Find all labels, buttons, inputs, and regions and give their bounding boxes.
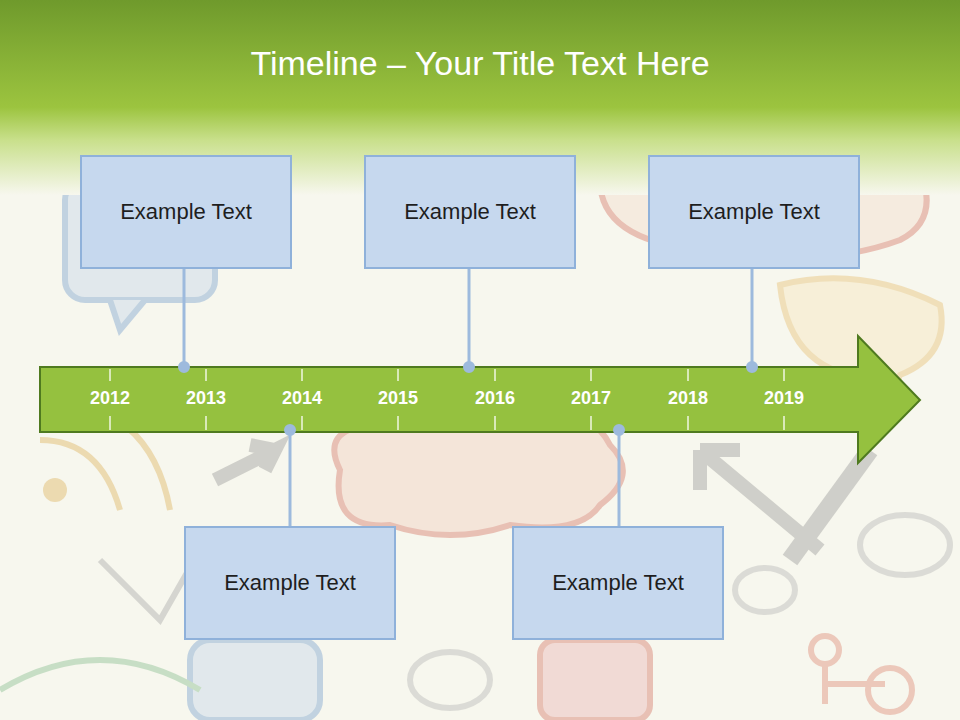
event-box: Example Text bbox=[364, 155, 576, 269]
year-label: 2015 bbox=[378, 388, 418, 409]
year-label: 2012 bbox=[90, 388, 130, 409]
year-label: 2017 bbox=[571, 388, 611, 409]
event-text: Example Text bbox=[214, 570, 366, 596]
event-text: Example Text bbox=[678, 199, 830, 225]
event-box: Example Text bbox=[80, 155, 292, 269]
year-label: 2014 bbox=[282, 388, 322, 409]
event-text: Example Text bbox=[110, 199, 262, 225]
year-label: 2019 bbox=[764, 388, 804, 409]
event-text: Example Text bbox=[394, 199, 546, 225]
year-label: 2016 bbox=[475, 388, 515, 409]
event-box: Example Text bbox=[512, 526, 724, 640]
year-label: 2018 bbox=[668, 388, 708, 409]
event-box: Example Text bbox=[648, 155, 860, 269]
year-label: 2013 bbox=[186, 388, 226, 409]
event-text: Example Text bbox=[542, 570, 694, 596]
slide-title: Timeline – Your Title Text Here bbox=[0, 44, 960, 83]
event-box: Example Text bbox=[184, 526, 396, 640]
